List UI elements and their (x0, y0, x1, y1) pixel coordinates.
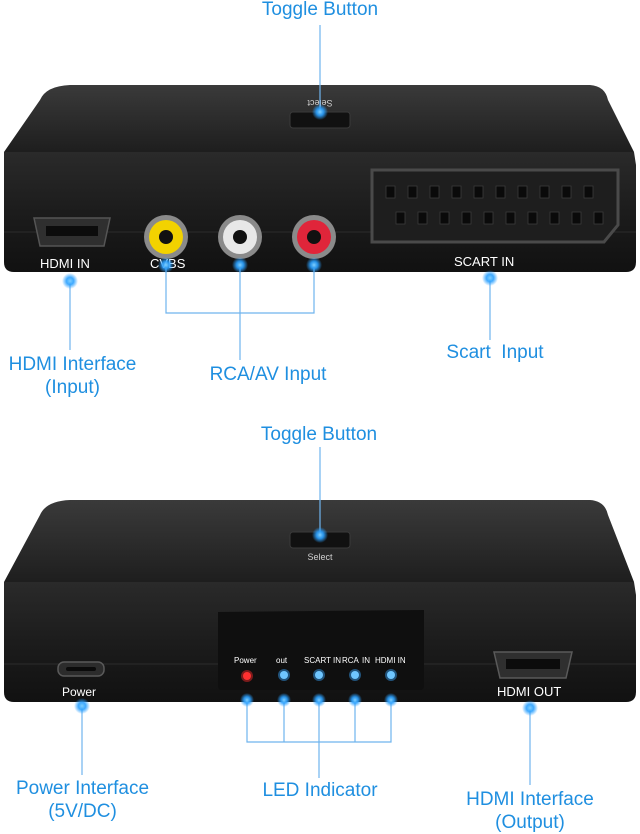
led-power (241, 670, 253, 682)
device-top: Select HDMI IN CVBS SCAR (4, 85, 636, 272)
led-panel (218, 610, 424, 690)
scart-pin (593, 211, 604, 225)
scart-pin (495, 185, 506, 199)
hdmi-in-port (33, 217, 111, 247)
led-label-rca: RCA (342, 656, 360, 665)
scart-pin (583, 185, 594, 199)
scart-pin (483, 211, 494, 225)
callout-hdmi-interface-output: HDMI Interface (Output) (466, 789, 594, 833)
select-label-bottom: Select (307, 552, 333, 562)
callout-hdmi-interface-input: HDMI Interface (Input) (8, 354, 137, 398)
rca-red-jack (292, 215, 336, 259)
led-out (278, 669, 290, 681)
scart-port (370, 168, 620, 244)
scart-pin (473, 185, 484, 199)
scart-pin (407, 185, 418, 199)
connector-lines-bottom (81, 447, 531, 785)
hdmi-out-port (493, 651, 573, 679)
scart-pin (517, 185, 528, 199)
callout-toggle-button-bottom: Toggle Button (260, 424, 378, 445)
rca-white-jack (218, 215, 262, 259)
hdmi-out-label: HDMI OUT (497, 684, 561, 699)
callout-toggle-button-top: Toggle Button (261, 0, 379, 20)
scart-pin (505, 211, 516, 225)
scart-pin (451, 185, 462, 199)
led-label-out: out (276, 656, 288, 665)
scart-pin (429, 185, 440, 199)
led-label-scart-in: SCART IN (304, 656, 341, 665)
power-port-label: Power (62, 685, 96, 699)
hdmi-in-label: HDMI IN (40, 256, 90, 271)
scart-pin (417, 211, 428, 225)
led-label-hdmi-in: HDMI IN (375, 656, 406, 665)
scart-pin (461, 211, 472, 225)
scart-pin (571, 211, 582, 225)
scart-pin (439, 211, 450, 225)
scart-pin (561, 185, 572, 199)
scart-pin (385, 185, 396, 199)
scart-pin (549, 211, 560, 225)
connector-dots-top (62, 104, 498, 289)
scart-pin (527, 211, 538, 225)
callout-led-indicator: LED Indicator (262, 780, 378, 801)
connector-dots-bottom (74, 527, 538, 716)
rca-yellow-jack (144, 215, 188, 259)
led-rca (349, 669, 361, 681)
callout-scart-input: Scart Input (446, 342, 544, 363)
led-hdmi-in (385, 669, 397, 681)
scart-pin (539, 185, 550, 199)
led-label-in: IN (362, 656, 370, 665)
power-port (57, 661, 105, 677)
led-label-power: Power (234, 656, 257, 665)
callout-power-interface: Power Interface (5V/DC) (15, 778, 150, 822)
connector-lines-top (69, 25, 491, 360)
scart-in-label: SCART IN (454, 254, 514, 269)
callout-rca-av-input: RCA/AV Input (209, 364, 327, 385)
scart-pin (395, 211, 406, 225)
led-scart-in (313, 669, 325, 681)
